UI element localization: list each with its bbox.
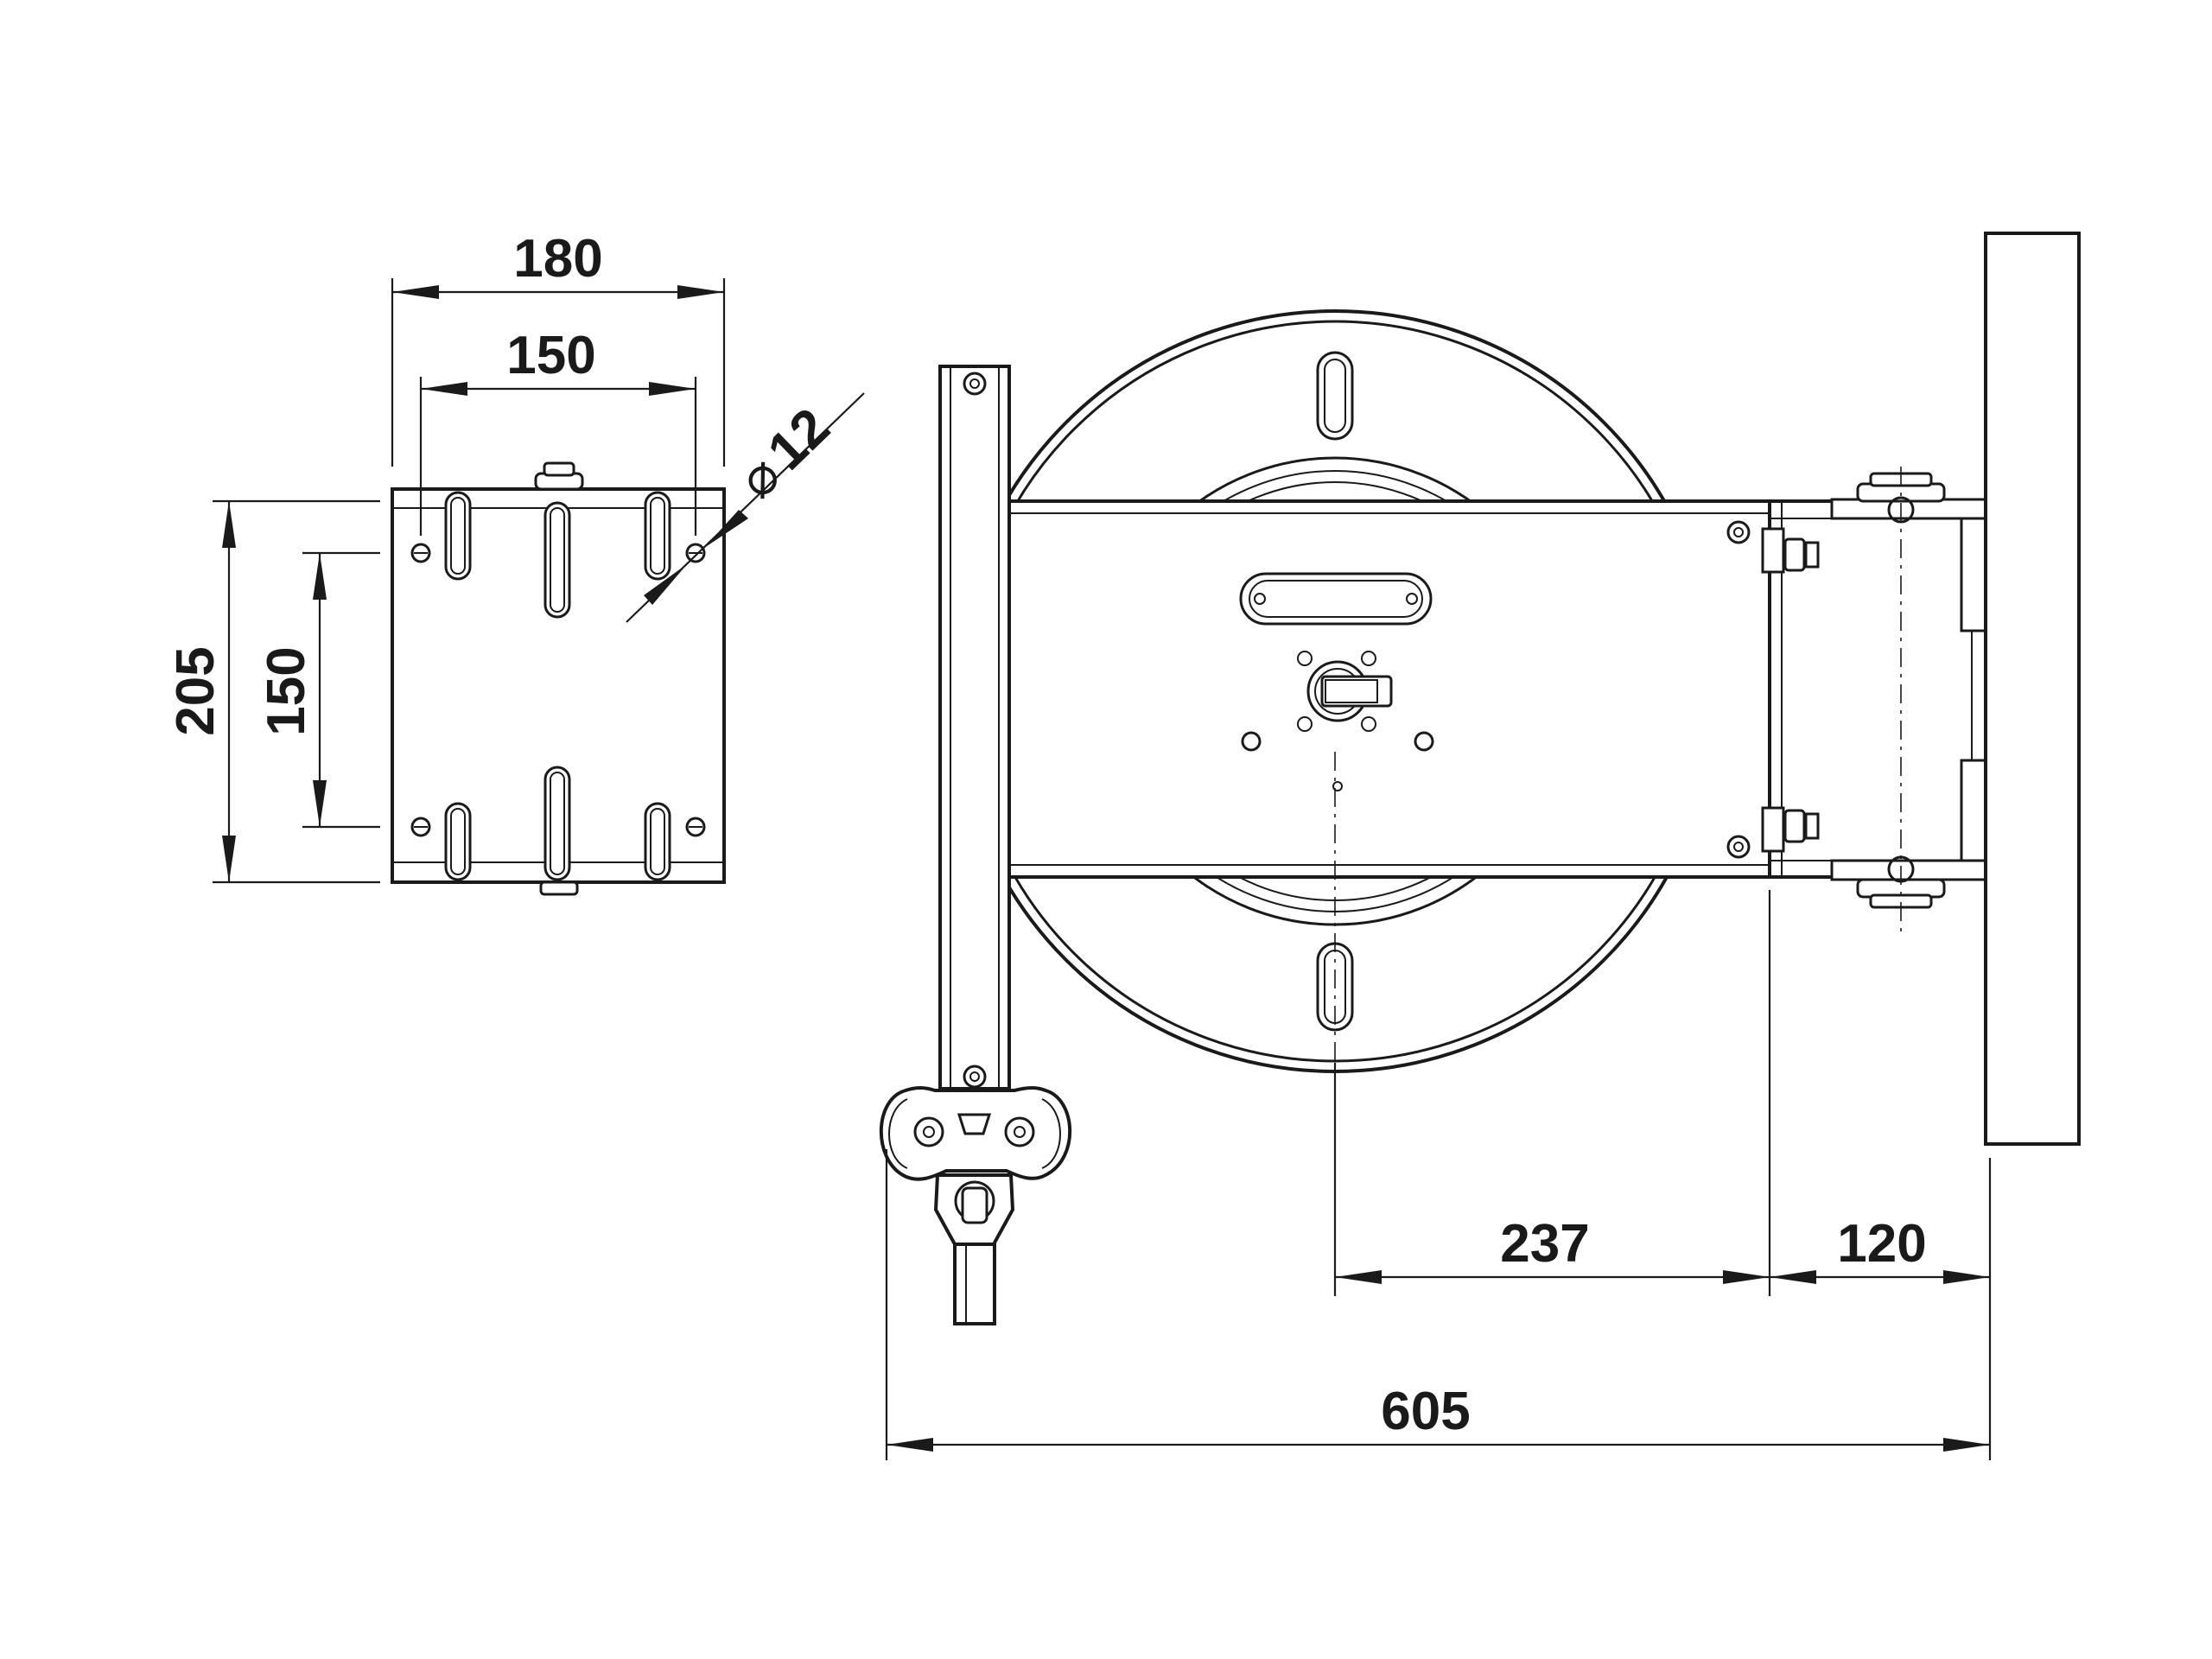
arm-plate <box>1007 499 1771 879</box>
dim-150-v-label: 150 <box>257 646 316 735</box>
dim-180: 180 <box>391 229 726 467</box>
lower-slots <box>444 766 671 881</box>
mounting-holes <box>410 543 706 837</box>
top-bolt <box>534 461 584 491</box>
upper-slots <box>444 491 671 619</box>
reel-assembly-view: 237 120 605 <box>879 232 2081 1460</box>
dim-205-label: 205 <box>166 646 226 735</box>
dim-120-label: 120 <box>1837 1214 1926 1274</box>
bottom-bolt <box>539 880 579 896</box>
clamp-head <box>879 1086 1072 1325</box>
dim-237-label: 237 <box>1500 1214 1589 1274</box>
wall-bracket <box>1761 467 2006 933</box>
dim-150-horizontal: 150 <box>419 326 697 536</box>
dim-205: 205 <box>166 499 380 884</box>
pivot-hub <box>1241 651 1434 791</box>
wall <box>1984 232 2081 1146</box>
mounting-plate-view: 180 150 ⌀12 <box>166 229 865 896</box>
dim-605-label: 605 <box>1381 1382 1470 1441</box>
dim-180-label: 180 <box>513 229 602 289</box>
dim-150-h-label: 150 <box>506 326 595 385</box>
dim-605: 605 <box>887 1382 1990 1452</box>
arm-slot <box>1239 572 1433 626</box>
vertical-arm <box>938 365 1011 1090</box>
svg-text:⌀12: ⌀12 <box>728 397 842 510</box>
dim-237: 237 <box>1335 1214 1770 1284</box>
dim-120: 120 <box>1770 1214 1990 1284</box>
dim-150-vertical: 150 <box>257 551 380 829</box>
